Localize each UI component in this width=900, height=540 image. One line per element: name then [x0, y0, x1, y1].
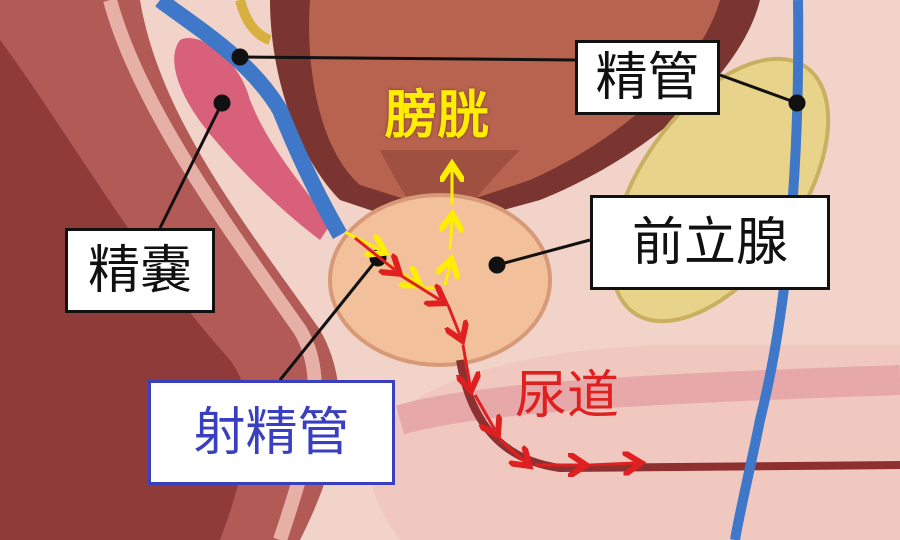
- label-vas-deferens: 精管: [575, 40, 720, 115]
- label-urethra: 尿道: [515, 366, 620, 426]
- vas-deferens-tube: [155, 0, 347, 239]
- label-ejaculatory-duct: 射精管: [148, 380, 395, 485]
- prostate: [328, 193, 552, 367]
- seminal-vesicle: [174, 38, 330, 240]
- urethra-flow-arrows: [354, 236, 635, 465]
- label-seminal-vesicle: 精嚢: [65, 228, 215, 313]
- label-prostate: 前立腺: [590, 195, 830, 290]
- label-bladder: 膀胱: [385, 86, 490, 146]
